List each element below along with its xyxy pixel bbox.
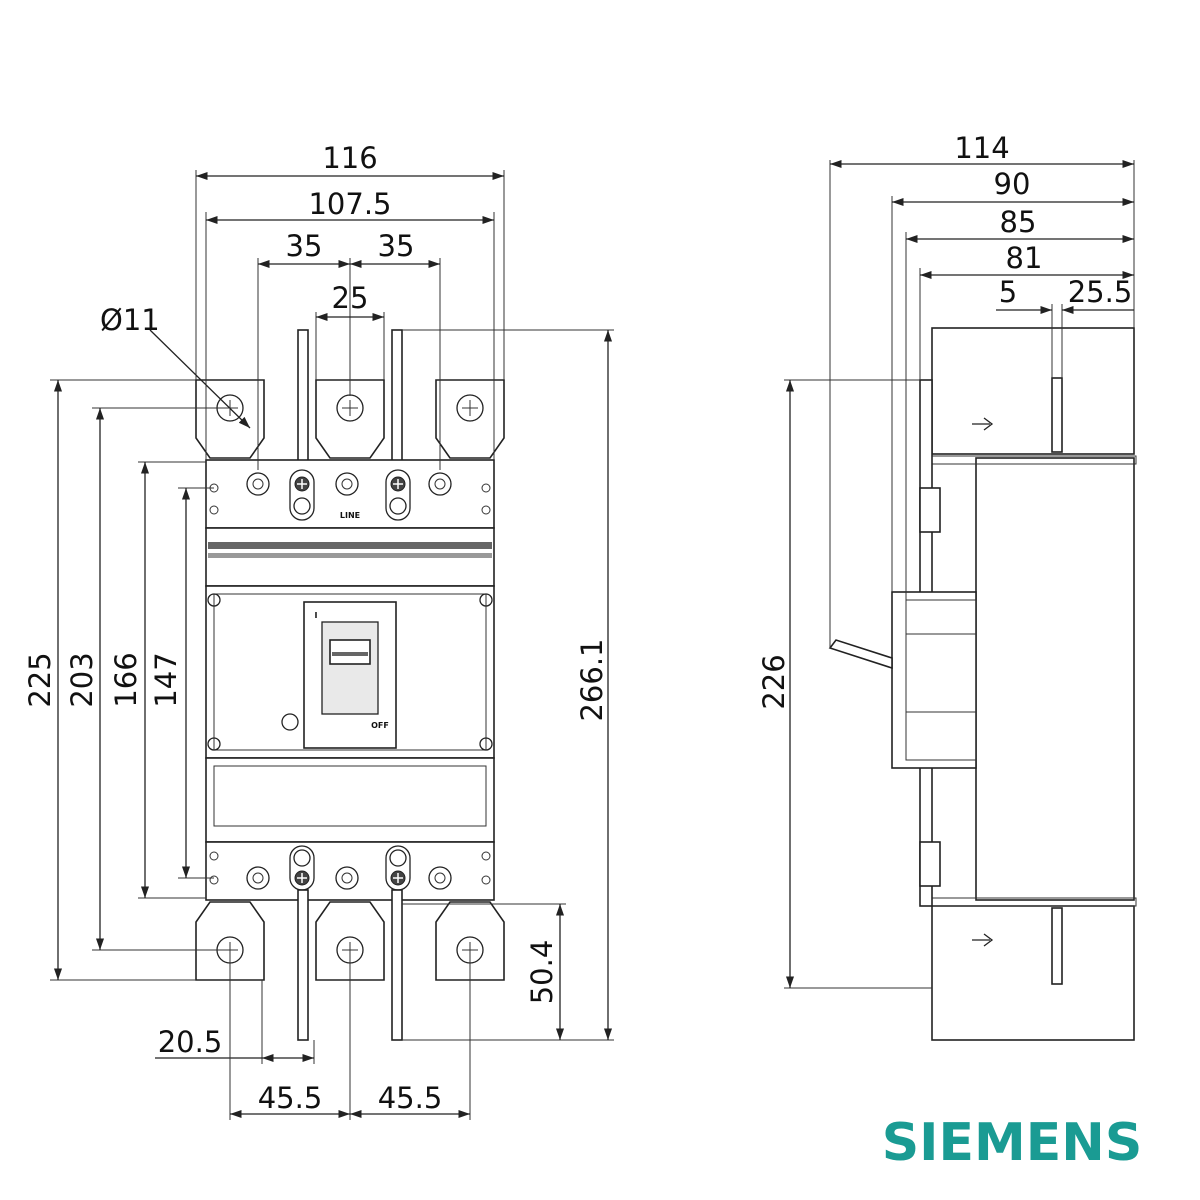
dim-45-5-right: 45.5 — [378, 1081, 443, 1115]
bottom-terminal-block — [205, 841, 495, 901]
dim-147: 147 — [149, 652, 183, 707]
dim-116: 116 — [322, 141, 377, 175]
dim-225: 225 — [23, 652, 57, 707]
dim-35-left: 35 — [286, 229, 323, 263]
front-view: LINE I OFF — [23, 141, 614, 1120]
dim-203: 203 — [65, 652, 99, 707]
dim-5: 5 — [999, 275, 1017, 309]
dim-45-5-left: 45.5 — [258, 1081, 323, 1115]
side-body — [828, 327, 1137, 1041]
dim-90: 90 — [994, 167, 1031, 201]
dim-25: 25 — [332, 281, 369, 315]
front-dimension-texts: 116 107.5 35 35 25 Ø11 225 203 166 147 2… — [23, 141, 609, 1115]
upper-band — [205, 527, 495, 587]
dim-114: 114 — [954, 131, 1009, 165]
top-terminal-plates — [195, 379, 505, 459]
dim-266-1: 266.1 — [575, 638, 609, 721]
dim-166: 166 — [109, 652, 143, 707]
dim-35-right: 35 — [378, 229, 415, 263]
dim-81: 81 — [1006, 241, 1043, 275]
side-dimension-texts: 114 90 85 81 5 25.5 226 — [757, 131, 1132, 710]
operating-handle: I OFF — [281, 601, 397, 749]
side-view: 114 90 85 81 5 25.5 226 — [757, 131, 1137, 1041]
dim-50-4: 50.4 — [525, 940, 559, 1005]
dim-25-5: 25.5 — [1068, 275, 1133, 309]
off-label: OFF — [371, 721, 389, 730]
front-dimension-lines — [50, 170, 614, 1120]
dim-20-5: 20.5 — [158, 1025, 223, 1059]
dim-226: 226 — [757, 654, 791, 709]
lower-panel — [205, 757, 495, 843]
line-label: LINE — [340, 511, 360, 520]
siemens-logo: SIEMENS — [882, 1113, 1143, 1173]
dim-hole-11: Ø11 — [100, 303, 160, 337]
dim-85: 85 — [1000, 205, 1037, 239]
top-terminal-block: LINE — [205, 459, 495, 529]
on-label: I — [315, 611, 318, 620]
dim-107-5: 107.5 — [308, 187, 391, 221]
side-dimension-lines — [784, 159, 1135, 989]
